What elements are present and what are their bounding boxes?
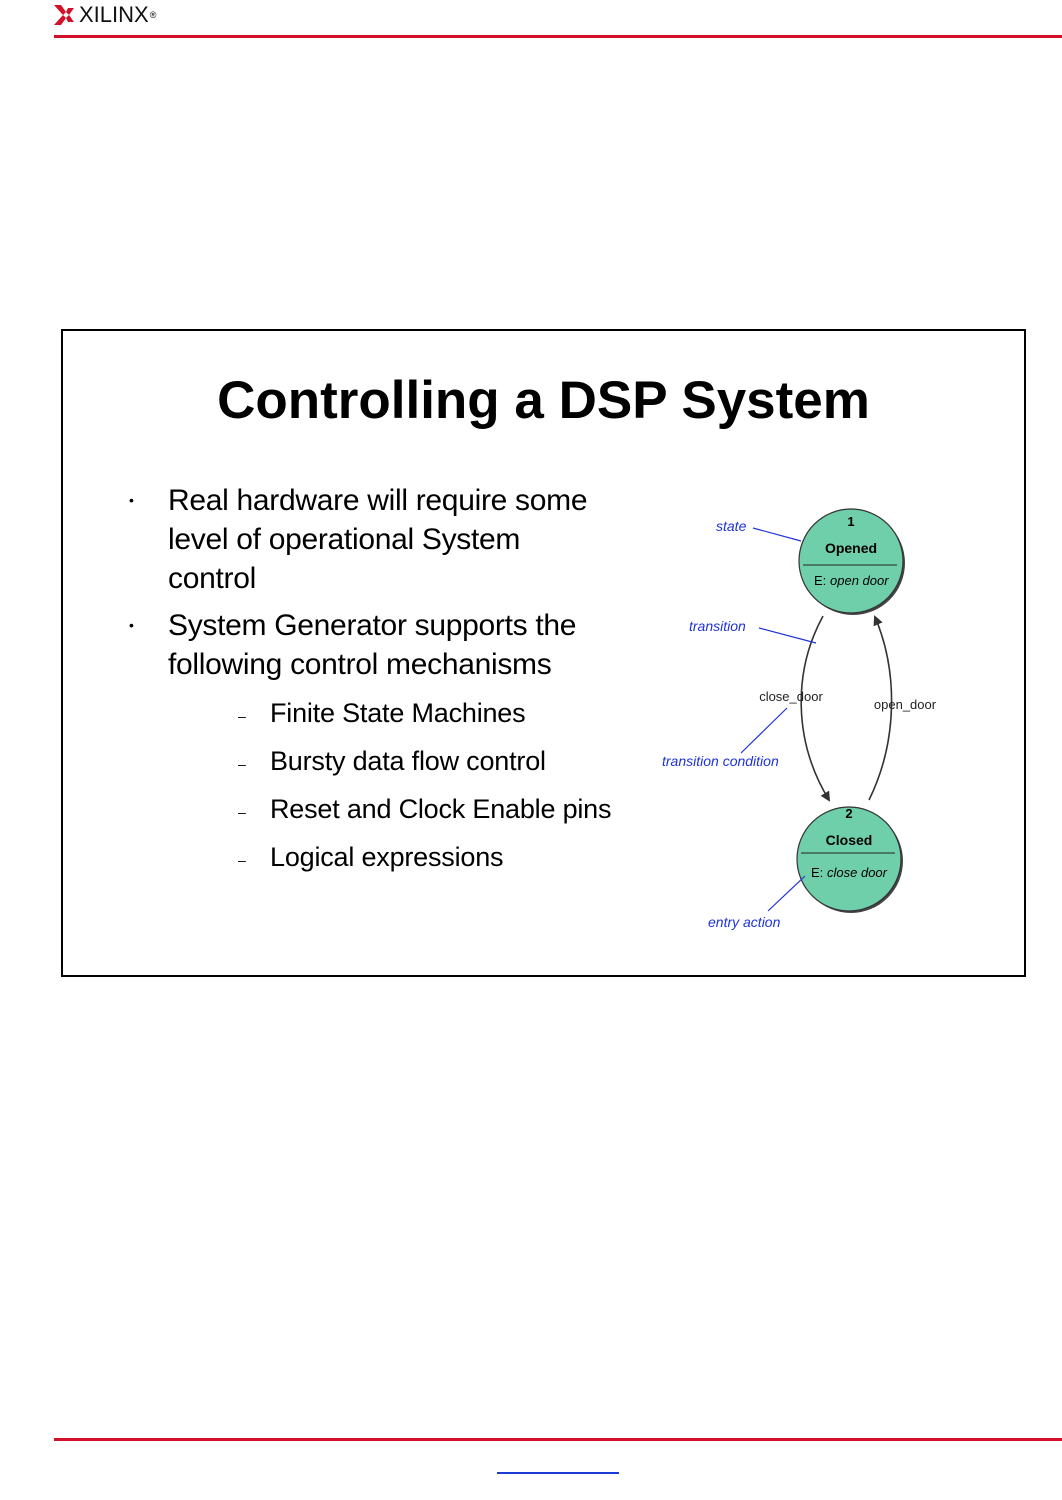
sub-bullet-item: – Reset and Clock Enable pins [238,788,623,836]
logo-registered-mark: ® [149,10,157,20]
entry-prefix: E: [811,865,823,880]
sub-bullet-text: Bursty data flow control [270,746,546,776]
slide-title: Controlling a DSP System [217,371,870,430]
bullet-text: Real hardware will require some level of… [168,484,588,595]
footer-link-underline[interactable] [497,1472,619,1474]
xilinx-logo: XILINX® [54,2,156,28]
bullet-list: • Real hardware will require some level … [123,481,623,884]
slide-frame: Controlling a DSP System • Real hardware… [61,329,1026,977]
state-circle [798,508,904,614]
state-opened: 1 Opened E: open door [798,508,905,615]
transition-label-open-door: open_door [874,697,937,712]
state-name: Opened [825,540,877,556]
dash-icon: – [238,852,246,868]
annotation-transition-condition: transition condition [662,753,779,769]
annotations [740,527,817,912]
bullet-dot-icon: • [129,492,134,508]
sub-bullet-item: – Finite State Machines [238,692,623,740]
dash-icon: – [238,756,246,772]
transition-label-close-door: close_door [759,689,823,704]
annotation-entry-action: entry action [708,914,781,930]
transition-open-door [868,615,893,801]
state-closed: 2 Closed E: close door [796,806,903,913]
bullet-text: System Generator supports the following … [168,609,577,681]
bullet-dot-icon: • [129,617,134,633]
dash-icon: – [238,804,246,820]
entry-action: open door [830,573,889,588]
sub-bullet-text: Finite State Machines [270,698,526,728]
state-number: 1 [847,514,854,529]
logo-text: XILINX [79,2,149,27]
sub-bullet-item: – Logical expressions [238,836,623,884]
sub-bullet-text: Reset and Clock Enable pins [270,794,612,824]
annotation-state: state [716,518,747,534]
bullet-item: • System Generator supports the followin… [123,606,623,684]
transition-close-door [800,615,831,802]
entry-action: close door [827,865,888,880]
dash-icon: – [238,708,246,724]
state-number: 2 [845,806,852,821]
entry-prefix: E: [814,573,826,588]
footer-rule [54,1438,1062,1441]
sub-bullet-list: – Finite State Machines – Bursty data fl… [238,692,623,884]
sub-bullet-item: – Bursty data flow control [238,740,623,788]
annotation-transition: transition [689,618,746,634]
state-circle [796,806,902,912]
bullet-item: • Real hardware will require some level … [123,481,623,598]
header-rule [54,35,1062,38]
state-name: Closed [826,832,873,848]
sub-bullet-text: Logical expressions [270,842,504,872]
xilinx-logo-mark-icon [54,5,74,25]
state-machine-diagram: 1 Opened E: open door 2 Closed E: close … [662,508,937,930]
